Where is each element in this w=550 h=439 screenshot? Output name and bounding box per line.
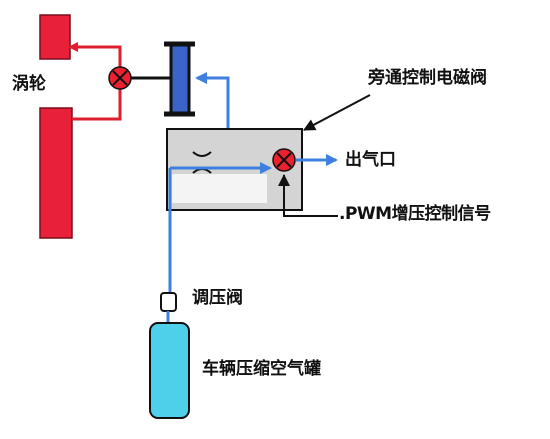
solenoid-blue-piping bbox=[168, 162, 272, 295]
wastegate-valve-icon bbox=[108, 66, 132, 90]
turbine-lower-block bbox=[39, 107, 73, 239]
solenoid-valve-icon bbox=[272, 148, 296, 172]
regulator-label: 调压阀 bbox=[192, 288, 243, 308]
air-tank-label: 车辆压缩空气罐 bbox=[202, 359, 321, 379]
air-tank bbox=[149, 322, 190, 419]
outlet-label: 出气口 bbox=[345, 150, 396, 170]
pwm-signal-line bbox=[278, 174, 338, 217]
wastegate-actuator bbox=[164, 41, 195, 117]
bypass-solenoid-label: 旁通控制电磁阀 bbox=[368, 68, 487, 88]
pwm-signal-label: .PWM增压控制信号 bbox=[339, 204, 491, 224]
pressure-regulator-icon bbox=[160, 292, 177, 324]
turbine-upper-block bbox=[39, 14, 71, 60]
bypass-solenoid-inner-panel bbox=[172, 174, 267, 203]
turbine-label: 涡轮 bbox=[12, 74, 46, 94]
bypass-label-pointer bbox=[303, 94, 371, 131]
